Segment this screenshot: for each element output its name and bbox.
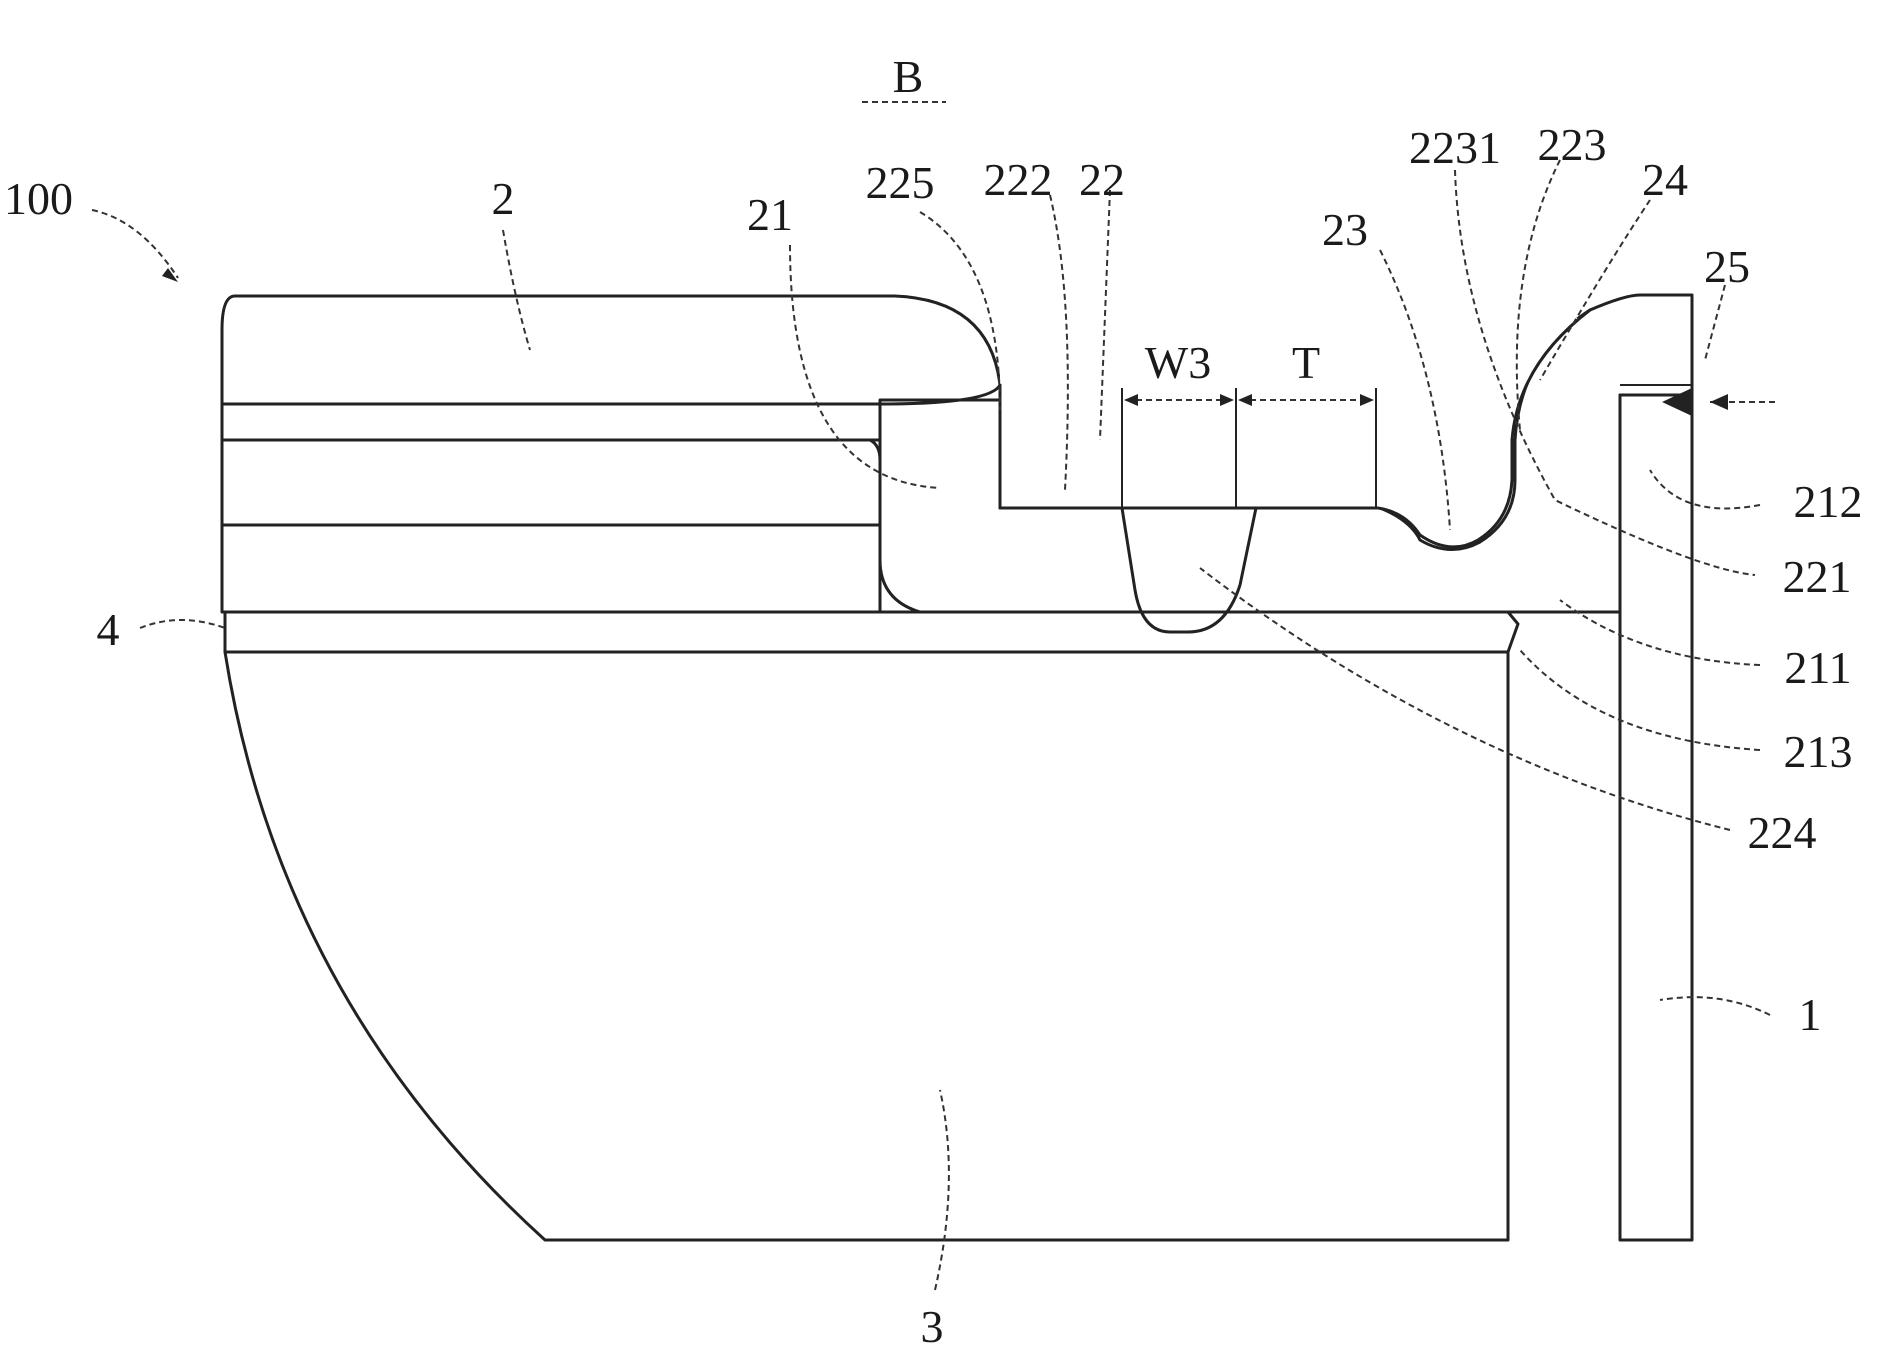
label-222: 222	[984, 154, 1053, 205]
label-24: 24	[1642, 154, 1688, 205]
label-21: 21	[747, 189, 793, 240]
label-w3: W3	[1145, 337, 1211, 388]
label-4: 4	[97, 604, 120, 655]
label-23: 23	[1322, 204, 1368, 255]
reference-numerals: B 100 2 21 225 222 22 23 2231 223 24 25 …	[4, 51, 1863, 1347]
label-224: 224	[1748, 807, 1817, 858]
label-22: 22	[1079, 154, 1125, 205]
base-member-3	[225, 652, 1508, 1240]
label-2: 2	[492, 173, 515, 224]
label-221: 221	[1783, 551, 1852, 602]
label-1: 1	[1799, 989, 1822, 1040]
label-225: 225	[866, 157, 935, 208]
label-3: 3	[921, 1301, 944, 1347]
label-t: T	[1292, 337, 1320, 388]
weld-pointer-25	[1662, 388, 1775, 416]
label-25: 25	[1704, 241, 1750, 292]
label-212: 212	[1794, 476, 1863, 527]
upper-plate-2	[222, 296, 1000, 404]
label-213: 213	[1784, 726, 1853, 777]
side-wall-1	[1620, 385, 1692, 1240]
section-label-b: B	[893, 51, 924, 102]
leader-lines	[92, 102, 1770, 1290]
label-2231: 2231	[1409, 122, 1501, 173]
label-211: 211	[1784, 642, 1851, 693]
label-100: 100	[4, 173, 73, 224]
thin-layer-4	[225, 612, 1518, 652]
label-223: 223	[1538, 119, 1607, 170]
intermediate-layers	[222, 404, 880, 612]
